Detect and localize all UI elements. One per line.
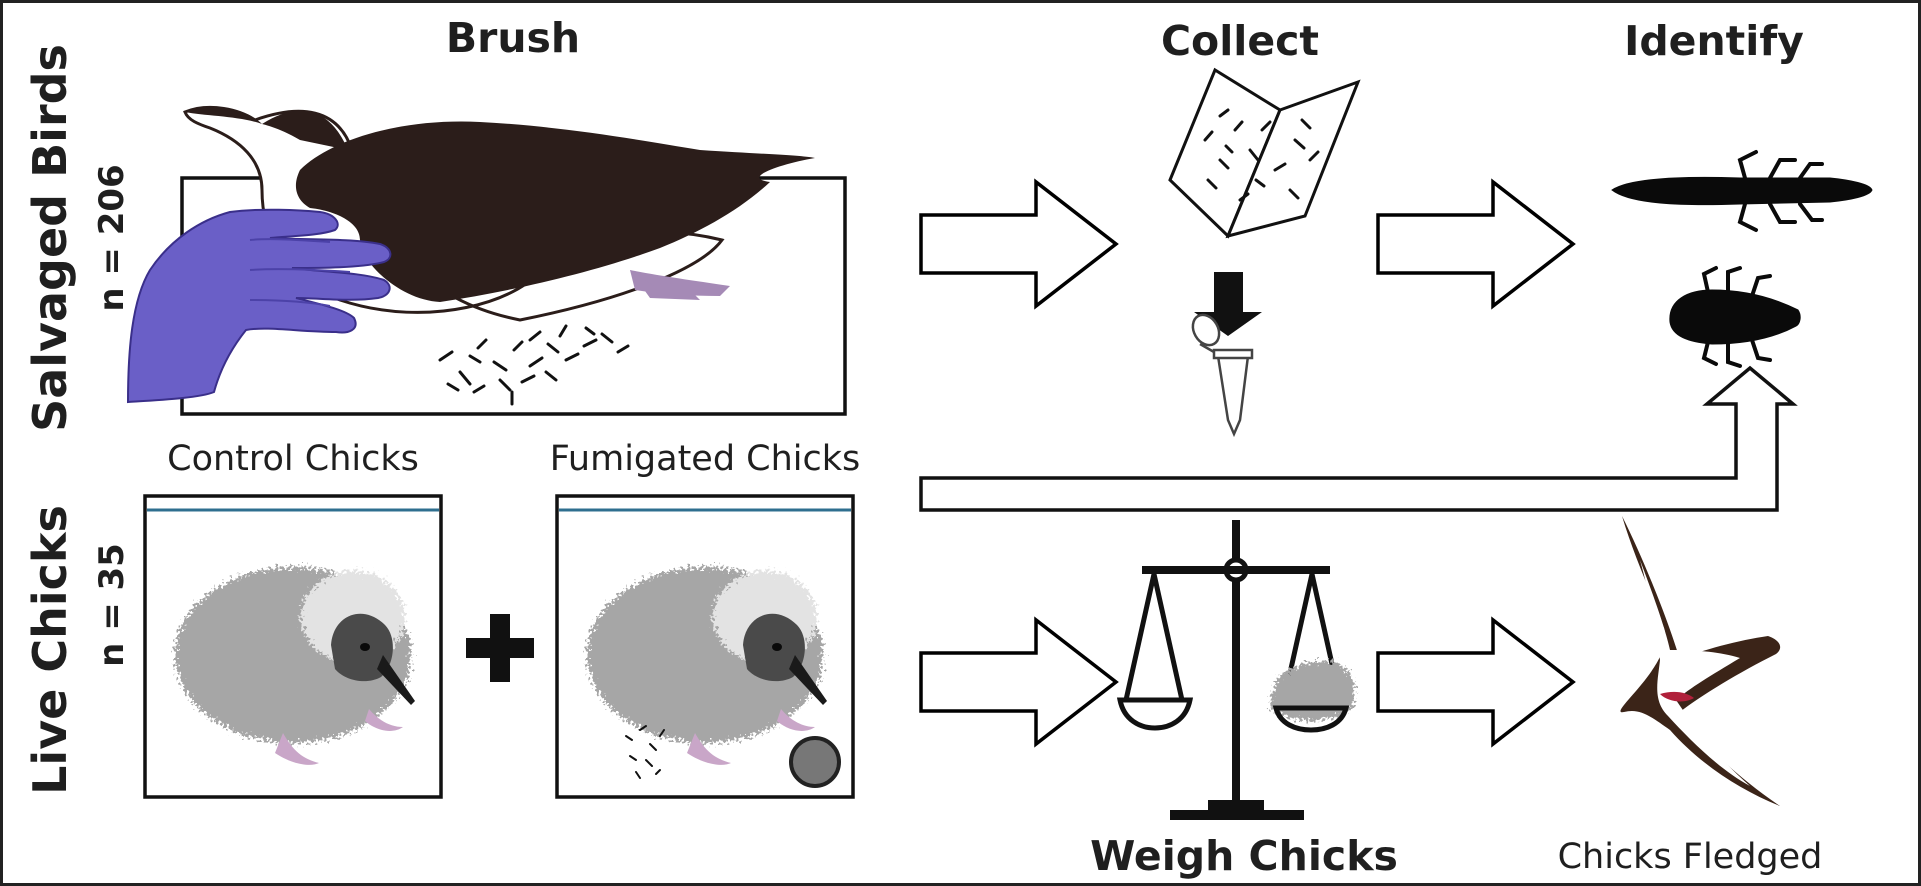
louse-icon — [1611, 150, 1873, 232]
control-chicks-label: Control Chicks — [167, 439, 419, 479]
arrow-icon — [1376, 618, 1575, 746]
plus-icon — [466, 614, 534, 682]
chicks-fledged-label: Chicks Fledged — [1558, 837, 1823, 877]
header-identify: Identify — [1624, 17, 1804, 65]
connector-arrow-icon — [919, 365, 1798, 512]
header-brush: Brush — [446, 14, 580, 62]
weigh-chicks-label: Weigh Chicks — [1090, 832, 1398, 880]
arrow-icon — [919, 180, 1118, 308]
lice-scatter-icon — [438, 324, 630, 406]
row-label-live: Live Chicks — [23, 505, 77, 795]
header-collect: Collect — [1161, 17, 1319, 65]
row-label-salvaged: Salvaged Birds — [23, 44, 77, 432]
row-n-salvaged: n = 206 — [92, 164, 132, 311]
lice-scatter-icon — [625, 725, 665, 779]
scale-icon — [1116, 520, 1355, 820]
paper-icon — [1168, 67, 1361, 239]
arrow-icon — [1376, 180, 1575, 308]
flying-bird-icon — [1620, 516, 1781, 806]
fumigant-icon — [789, 736, 841, 788]
arrow-icon — [919, 618, 1118, 746]
fumigated-chicks-label: Fumigated Chicks — [550, 439, 861, 479]
glove-icon — [126, 208, 392, 404]
mite-icon — [1669, 266, 1801, 368]
tube-icon — [1191, 313, 1254, 438]
row-n-live: n = 35 — [92, 543, 132, 667]
